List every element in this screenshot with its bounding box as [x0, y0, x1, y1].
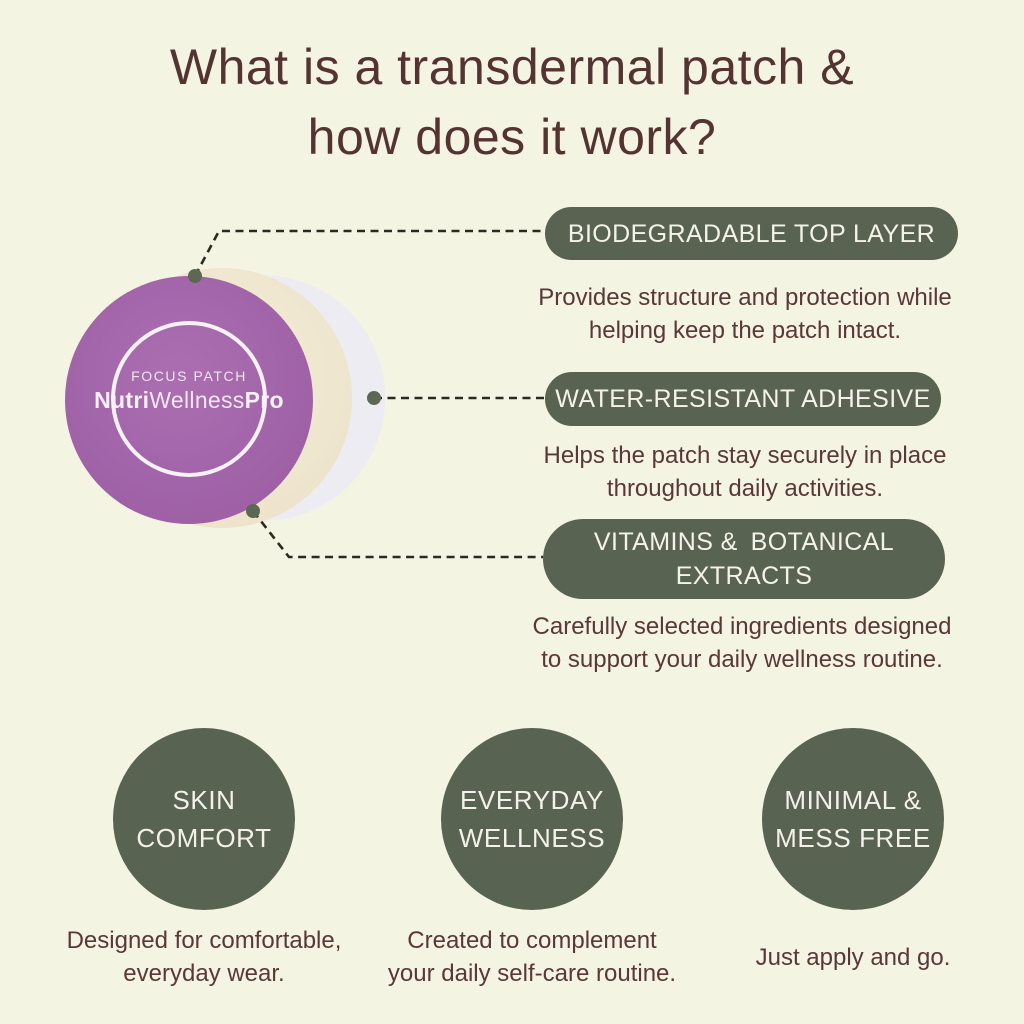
feature-desc-line: Designed for comfortable, — [66, 927, 342, 954]
feature-circle-line: COMFORT — [136, 823, 272, 853]
feature-circle-line: SKIN — [172, 785, 236, 815]
callout-pill-label: WATER-RESISTANT ADHESIVE — [555, 385, 931, 413]
brand-part-nutri: Nutri — [94, 387, 150, 413]
callout-description-adhesive: Helps the patch stay securely in place t… — [510, 440, 980, 505]
feature-minimal-mess-free: MINIMAL & MESS FREE Just apply and go. — [673, 728, 1024, 992]
patch-ring — [111, 321, 267, 477]
feature-circle-line: MINIMAL & — [784, 785, 922, 815]
brand-part-wellness: Wellness — [149, 387, 245, 413]
callout-pill-vitamins-botanical-extracts: VITAMINS & BOTANICAL EXTRACTS — [543, 519, 945, 599]
patch-subbrand-label: FOCUS PATCH — [131, 368, 247, 384]
patch-branding: FOCUS PATCH NutriWellnessPro — [65, 368, 313, 414]
leader-line-bottom — [251, 510, 543, 559]
feature-everyday-wellness: EVERYDAY WELLNESS Created to complement … — [352, 728, 712, 992]
callout-pill-label: BIODEGRADABLE TOP LAYER — [567, 219, 936, 248]
callout-pill-label-line2: EXTRACTS — [675, 562, 813, 590]
feature-description-everyday-wellness: Created to complement your daily self-ca… — [352, 922, 712, 992]
callout-desc-line: throughout daily activities. — [606, 474, 884, 502]
patch-brand-name: NutriWellnessPro — [65, 387, 313, 414]
feature-desc-line: Just apply and go. — [755, 943, 951, 971]
feature-description-skin-comfort: Designed for comfortable, everyday wear. — [24, 922, 384, 992]
feature-desc-line: Created to complement — [407, 927, 657, 954]
callout-desc-line: to support your daily wellness routine. — [541, 645, 943, 673]
feature-circle-minimal-mess-free: MINIMAL & MESS FREE — [762, 728, 944, 910]
feature-circle-line: MESS FREE — [775, 823, 931, 853]
callout-pill-water-resistant-adhesive: WATER-RESISTANT ADHESIVE — [545, 372, 941, 426]
page-title-line1: What is a transdermal patch & — [169, 39, 855, 95]
feature-circle-skin-comfort: SKIN COMFORT — [113, 728, 295, 910]
page-title-line2: how does it work? — [307, 109, 717, 165]
feature-circle-line: EVERYDAY — [459, 785, 604, 815]
feature-circle-line: WELLNESS — [458, 823, 606, 853]
page-title: What is a transdermal patch & how does i… — [0, 32, 1024, 172]
callout-desc-line: Provides structure and protection while — [538, 284, 952, 311]
callout-desc-line: Helps the patch stay securely in place — [543, 442, 947, 469]
callout-pill-biodegradable-top-layer: BIODEGRADABLE TOP LAYER — [545, 207, 958, 260]
callout-desc-line: Carefully selected ingredients designed — [532, 613, 952, 640]
leader-line-top — [193, 229, 545, 277]
feature-circle-everyday-wellness: EVERYDAY WELLNESS — [441, 728, 623, 910]
brand-part-pro: Pro — [244, 387, 284, 413]
callout-description-extracts: Carefully selected ingredients designed … — [507, 611, 977, 676]
callout-desc-line: helping keep the patch intact. — [588, 316, 902, 344]
feature-desc-line: everyday wear. — [123, 960, 285, 987]
feature-skin-comfort: SKIN COMFORT Designed for comfortable, e… — [24, 728, 384, 992]
feature-desc-line: your daily self-care routine. — [387, 960, 677, 987]
callout-description-top-layer: Provides structure and protection while … — [510, 282, 980, 347]
callout-pill-label-line1: VITAMINS & BOTANICAL — [593, 528, 895, 556]
feature-description-minimal-mess-free: Just apply and go. — [673, 922, 1024, 992]
